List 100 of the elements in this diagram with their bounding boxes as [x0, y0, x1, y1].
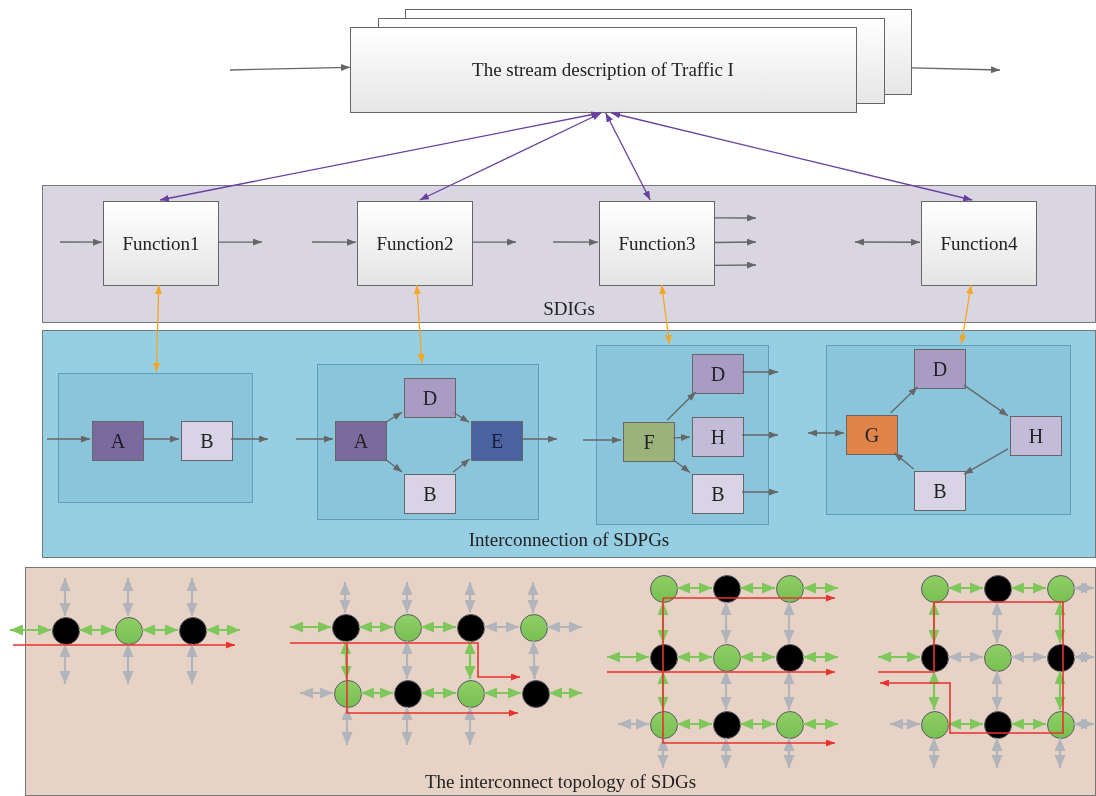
double-arrow: [186, 578, 198, 616]
arrow: [672, 458, 691, 474]
double-arrow: [159, 111, 601, 202]
double-arrow: [948, 651, 983, 663]
double-arrow: [1011, 582, 1046, 594]
circle-node: [457, 680, 485, 708]
process-box: H: [692, 417, 744, 457]
double-arrow: [1074, 718, 1094, 730]
double-arrow: [783, 738, 795, 768]
double-arrow: [484, 687, 521, 699]
group-frame: [317, 364, 539, 520]
function-box: Function2: [357, 201, 473, 286]
double-arrow: [122, 578, 134, 616]
double-arrow: [10, 624, 51, 636]
double-arrow: [610, 111, 973, 202]
double-arrow: [206, 624, 240, 636]
double-arrow: [783, 602, 795, 643]
double-arrow: [1011, 718, 1046, 730]
circle-node: [776, 575, 804, 603]
double-arrow: [740, 582, 775, 594]
arrow: [893, 452, 915, 470]
double-arrow: [1011, 651, 1046, 663]
layer-panel: [42, 185, 1096, 323]
double-arrow: [991, 738, 1003, 768]
circle-node: [520, 614, 548, 642]
double-arrow: [300, 687, 333, 699]
arrow: [741, 488, 779, 496]
double-arrow: [359, 621, 393, 633]
arrow: [741, 368, 779, 376]
arrow: [230, 435, 269, 443]
box-title: The stream description of Traffic I: [471, 59, 735, 81]
double-arrow: [339, 582, 351, 613]
double-arrow: [401, 641, 413, 679]
arrow: [229, 64, 351, 71]
double-arrow: [677, 718, 712, 730]
arrow: [666, 391, 697, 421]
double-arrow: [720, 738, 732, 768]
double-arrow: [959, 284, 974, 345]
double-arrow: [549, 687, 582, 699]
arrow: [46, 435, 91, 443]
double-arrow: [803, 718, 838, 730]
arrow: [963, 448, 1009, 475]
process-box: E: [471, 421, 523, 461]
arrow: [311, 238, 357, 246]
function-box: Function4: [921, 201, 1037, 286]
double-arrow: [153, 284, 163, 373]
arrow: [741, 431, 779, 439]
layer-title: Interconnection of SDPGs: [467, 529, 671, 551]
function-box: Function3: [599, 201, 715, 286]
arrow: [672, 434, 691, 442]
double-arrow: [527, 582, 539, 613]
double-arrow: [547, 621, 582, 633]
process-box: D: [404, 378, 456, 418]
process-box: A: [335, 421, 387, 461]
double-arrow: [186, 644, 198, 684]
circle-node: [921, 711, 949, 739]
arrow: [911, 66, 1001, 74]
double-arrow: [59, 644, 71, 684]
circle-node: [984, 644, 1012, 672]
circle-node: [334, 680, 362, 708]
double-arrow: [401, 707, 413, 745]
circle-node: [52, 617, 80, 645]
arrow: [452, 458, 471, 473]
process-box: B: [404, 474, 456, 514]
double-arrow: [142, 624, 178, 636]
circle-node: [115, 617, 143, 645]
circle-node: [921, 644, 949, 672]
double-arrow: [991, 602, 1003, 643]
circle-node: [457, 614, 485, 642]
group-frame: [826, 345, 1071, 515]
double-arrow: [421, 621, 456, 633]
double-arrow: [948, 582, 983, 594]
stacked-document-box: [350, 9, 912, 113]
double-arrow: [854, 238, 921, 246]
circle-node: [776, 711, 804, 739]
circle-node: [1047, 575, 1075, 603]
circle-node: [332, 614, 360, 642]
double-arrow: [720, 671, 732, 710]
double-arrow: [484, 621, 519, 633]
group-frame: [596, 345, 769, 525]
circle-node: [984, 711, 1012, 739]
process-box: H: [1010, 416, 1062, 456]
double-arrow: [607, 651, 649, 663]
double-arrow: [528, 640, 540, 680]
arrow: [889, 386, 919, 414]
double-arrow: [928, 671, 940, 710]
circle-node: [1047, 644, 1075, 672]
double-arrow: [618, 718, 649, 730]
double-arrow: [928, 738, 940, 768]
double-arrow: [740, 651, 775, 663]
arrow: [141, 435, 180, 443]
double-arrow: [79, 624, 114, 636]
circle-node: [921, 575, 949, 603]
double-arrow: [413, 284, 425, 364]
process-box: D: [692, 354, 744, 394]
double-arrow: [464, 582, 476, 613]
circle-node: [650, 644, 678, 672]
double-arrow: [421, 687, 456, 699]
process-box: B: [181, 421, 233, 461]
double-arrow: [803, 582, 838, 594]
